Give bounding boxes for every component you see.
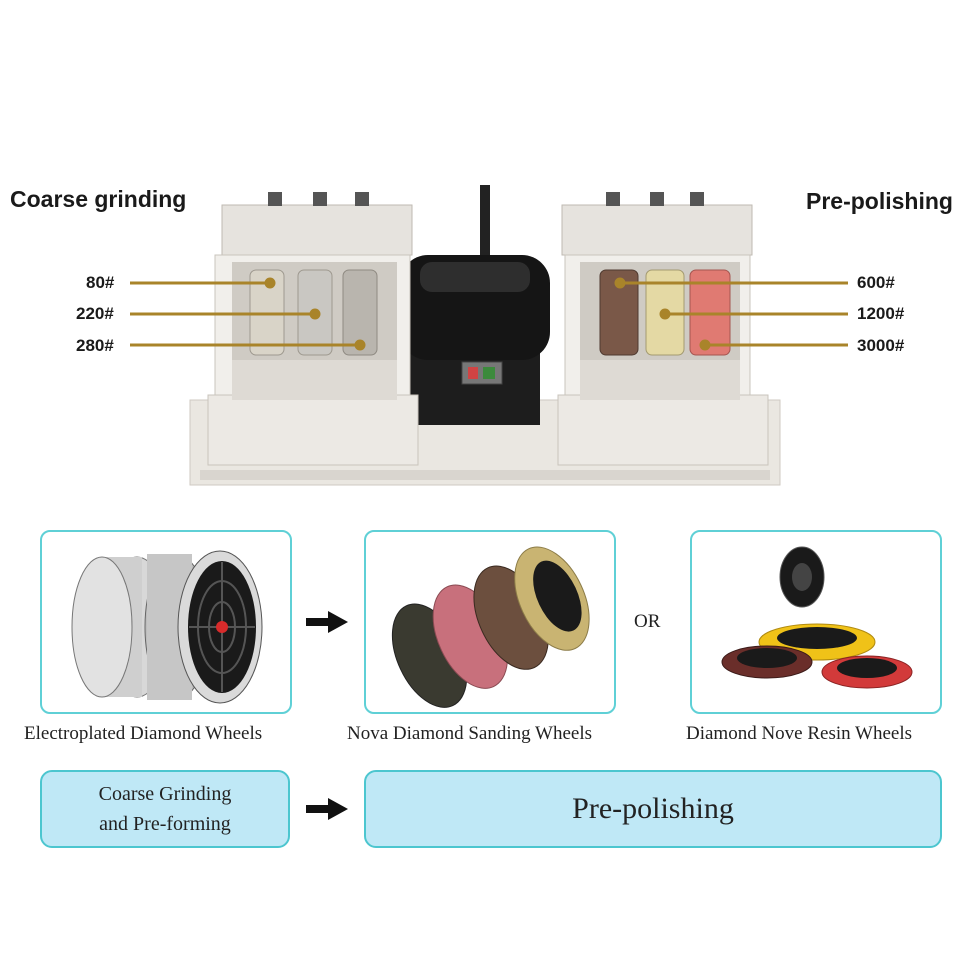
grit-label: 1200# (857, 304, 905, 323)
grit-label: 3000# (857, 336, 905, 355)
product-card-sanding (364, 530, 616, 714)
sanding-wheels-image (391, 546, 590, 708)
product-card-resin (690, 530, 942, 714)
stage-label: and Pre-forming (99, 813, 231, 835)
or-label: OR (634, 611, 661, 632)
grit-label: 80# (86, 273, 115, 292)
stage-label: Pre-polishing (572, 792, 734, 825)
left-heading: Coarse grinding (10, 186, 187, 212)
stage-pre-polishing: Pre-polishing (364, 770, 942, 848)
product-caption: Diamond Nove Resin Wheels (686, 723, 913, 744)
electroplated-wheels-image (71, 550, 263, 704)
resin-wheels-image (721, 546, 913, 689)
stage-coarse-grinding: Coarse Grinding and Pre-forming (40, 770, 290, 848)
arrow-right-icon (306, 611, 348, 638)
arrow-right-icon (306, 798, 348, 825)
polishing-machine-image (130, 185, 848, 486)
stage-label: Coarse Grinding (98, 783, 232, 805)
grit-label: 600# (857, 273, 895, 292)
grit-label: 220# (76, 304, 114, 323)
product-caption: Electroplated Diamond Wheels (24, 723, 263, 744)
grit-label: 280# (76, 336, 114, 355)
right-heading: Pre-polishing (806, 188, 953, 214)
product-card-electroplated (40, 530, 292, 714)
product-caption: Nova Diamond Sanding Wheels (347, 723, 593, 744)
